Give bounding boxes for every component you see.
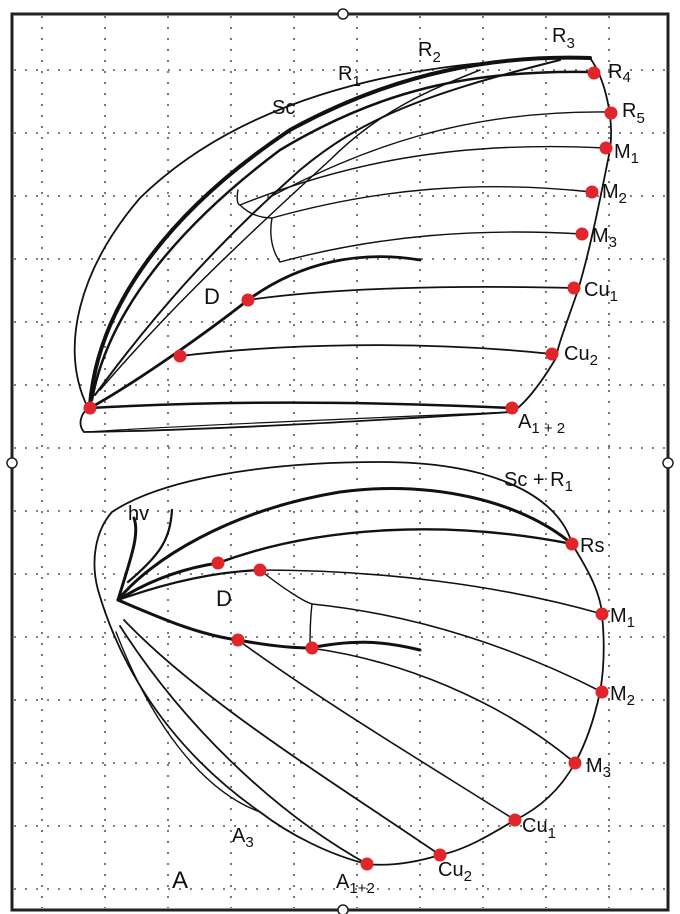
hindwing-humeral-area [116, 487, 574, 602]
label-m2: M2 [602, 181, 627, 207]
landmark-dot [433, 848, 447, 862]
label-cu2: Cu2 [564, 343, 598, 369]
forewing [73, 55, 612, 433]
label-sc-r1: Sc + R1 [504, 469, 573, 495]
label-hv: hv [128, 503, 149, 525]
label-r3: R3 [552, 25, 575, 52]
landmark-dot [211, 556, 225, 570]
label-r1: R1 [338, 63, 361, 90]
landmark-dot [505, 401, 519, 415]
landmark-dot [241, 293, 255, 307]
hindwing-radial-medial-veins [116, 528, 603, 693]
forewing-outline [73, 57, 612, 433]
label-hw-m2: M2 [610, 683, 635, 709]
label-m3: M3 [592, 225, 617, 251]
label-hw-m1: M1 [610, 605, 635, 631]
label-hw-cu1: Cu1 [522, 815, 556, 842]
label-a3: A3 [232, 825, 254, 851]
landmark-dot [568, 756, 582, 770]
forewing-costal-veins [88, 55, 592, 407]
label-r4: R4 [608, 61, 631, 86]
label-r5: R5 [622, 100, 645, 127]
label-hindwing-cell: D [216, 586, 232, 611]
landmark-dot [595, 607, 609, 621]
label-m1: M1 [614, 141, 639, 167]
frame-rings [6, 8, 674, 914]
label-hw-cu2: Cu2 [438, 859, 472, 885]
hindwing [93, 461, 605, 866]
landmark-dot [599, 141, 613, 155]
landmark-dot [604, 106, 618, 120]
label-rs: Rs [580, 535, 604, 557]
label-hw-m3: M3 [586, 755, 611, 781]
landmark-dot [305, 641, 319, 655]
label-forewing-cell: D [204, 284, 220, 309]
forewing-cubital-anal-veins [83, 255, 575, 433]
panel-label: A [172, 867, 188, 894]
forewing-radial-veins [236, 111, 611, 263]
label-hw-a12: A1+2 [336, 871, 375, 897]
landmark-dot [253, 563, 267, 577]
landmark-dot [587, 66, 601, 80]
landmark-dot [567, 281, 581, 295]
landmark-dot [575, 227, 589, 241]
label-cu1: Cu1 [584, 279, 618, 305]
forewing-labels: Sc R1 R2 R3 R4 R5 M1 M2 M3 Cu1 Cu2 A1 + … [204, 25, 645, 437]
hindwing-cubital-anal-veins [115, 598, 576, 865]
hindwing-outline [93, 461, 605, 866]
landmark-dot [585, 185, 599, 199]
landmark-dot [565, 537, 579, 551]
label-r2: R2 [418, 39, 441, 66]
landmark-dot [545, 347, 559, 361]
hindwing-labels: hv Sc + R1 Rs M1 M2 M3 Cu1 Cu2 A1+2 A3 D… [128, 469, 635, 897]
label-a12: A1 + 2 [518, 411, 565, 437]
landmark-dot [231, 633, 245, 647]
landmark-dot [360, 857, 374, 871]
landmark-points [83, 66, 618, 871]
landmark-dot [508, 813, 522, 827]
landmark-dot [83, 401, 97, 415]
landmark-dot [173, 349, 187, 363]
landmark-dot [595, 685, 609, 699]
label-sc: Sc [272, 97, 295, 119]
